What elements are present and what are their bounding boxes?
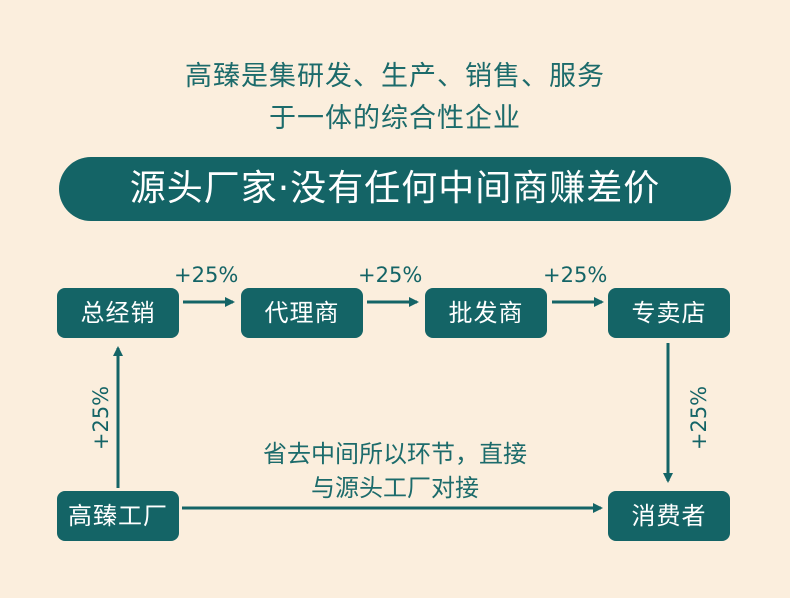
note-line-2: 与源头工厂对接 (311, 474, 479, 502)
markup-label-wholesaler: +25% (358, 263, 423, 287)
node-general-distributor: 总经销 (57, 288, 179, 338)
note-line-1: 省去中间所以环节，直接 (263, 440, 527, 468)
markup-label-store: +25% (543, 263, 608, 287)
intro-line-1: 高臻是集研发、生产、销售、服务 (185, 61, 605, 92)
markup-label-consumer: +25% (687, 385, 712, 451)
node-agent: 代理商 (241, 288, 363, 338)
node-wholesaler: 批发商 (425, 288, 547, 338)
intro-line-2: 于一体的综合性企业 (269, 103, 521, 134)
node-factory: 高臻工厂 (57, 491, 179, 541)
markup-label-distributor: +25% (89, 385, 114, 451)
headline-banner: 源头厂家·没有任何中间商赚差价 (59, 157, 731, 221)
markup-label-agent: +25% (174, 263, 239, 287)
node-consumer: 消费者 (608, 491, 730, 541)
node-store: 专卖店 (608, 288, 730, 338)
